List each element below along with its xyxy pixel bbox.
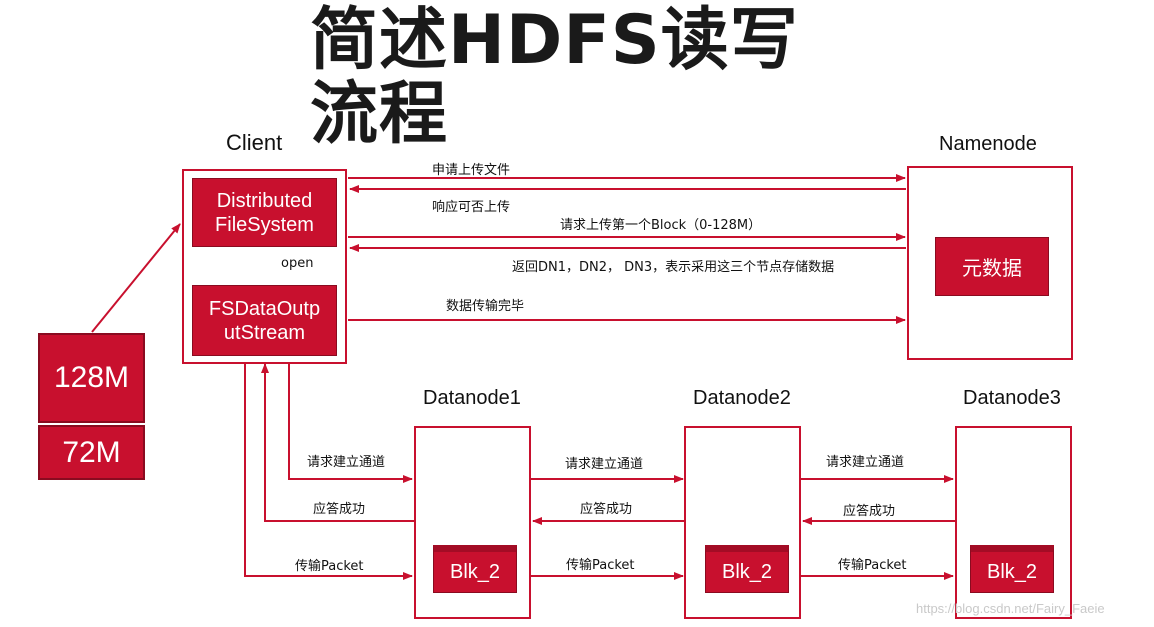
metadata-box: 元数据	[935, 237, 1049, 296]
title-line-2: 流程	[310, 75, 449, 154]
file-block-72m: 72M	[38, 425, 145, 480]
msg-dn1-client-ack: 应答成功	[313, 502, 366, 517]
distributed-filesystem-box: Distributed FileSystem	[192, 178, 337, 247]
datanode1-block: Blk_2	[433, 545, 517, 593]
msg-dn1-dn2-request: 请求建立通道	[565, 457, 644, 472]
datanode3-block: Blk_2	[970, 545, 1054, 593]
arrow-file-to-client	[91, 223, 181, 333]
msg-dn2-dn3-request: 请求建立通道	[826, 455, 905, 470]
msg-dn1-dn2-packet: 传输Packet	[566, 558, 635, 573]
namenode-label: Namenode	[939, 133, 1037, 155]
msg-request-block: 请求上传第一个Block（0-128M）	[560, 218, 762, 233]
datanode1-label: Datanode1	[423, 387, 521, 409]
msg-transfer-done: 数据传输完毕	[446, 299, 525, 314]
msg-dn2-dn3-packet: 传输Packet	[838, 558, 907, 573]
arrow-ack-to-client	[261, 363, 414, 522]
open-label: open	[281, 256, 314, 271]
msg-client-dn1-packet: 传输Packet	[295, 559, 364, 574]
page-title: 简述HDFS读写 流程	[310, 4, 799, 152]
msg-dn2-dn1-ack: 应答成功	[580, 502, 633, 517]
msg-client-dn1-request: 请求建立通道	[307, 455, 386, 470]
msg-dn3-dn2-ack: 应答成功	[843, 504, 896, 519]
datanode2-block: Blk_2	[705, 545, 789, 593]
msg-return-datanodes: 返回DN1，DN2， DN3，表示采用这三个节点存储数据	[512, 260, 835, 275]
msg-respond-upload: 响应可否上传	[432, 200, 511, 215]
msg-request-upload: 申请上传文件	[432, 163, 511, 178]
datanode3-label: Datanode3	[963, 387, 1061, 409]
title-line-1: 简述HDFS读写	[310, 1, 799, 80]
fsdata-output-stream-box: FSDataOutp utStream	[192, 285, 337, 356]
file-block-128m: 128M	[38, 333, 145, 423]
watermark: https://blog.csdn.net/Fairy_Faeie	[916, 601, 1105, 616]
arrow-client-packet-dn1	[244, 364, 413, 580]
client-label: Client	[226, 130, 283, 155]
datanode2-label: Datanode2	[693, 387, 791, 409]
arrow-client-request-dn1	[288, 364, 413, 483]
